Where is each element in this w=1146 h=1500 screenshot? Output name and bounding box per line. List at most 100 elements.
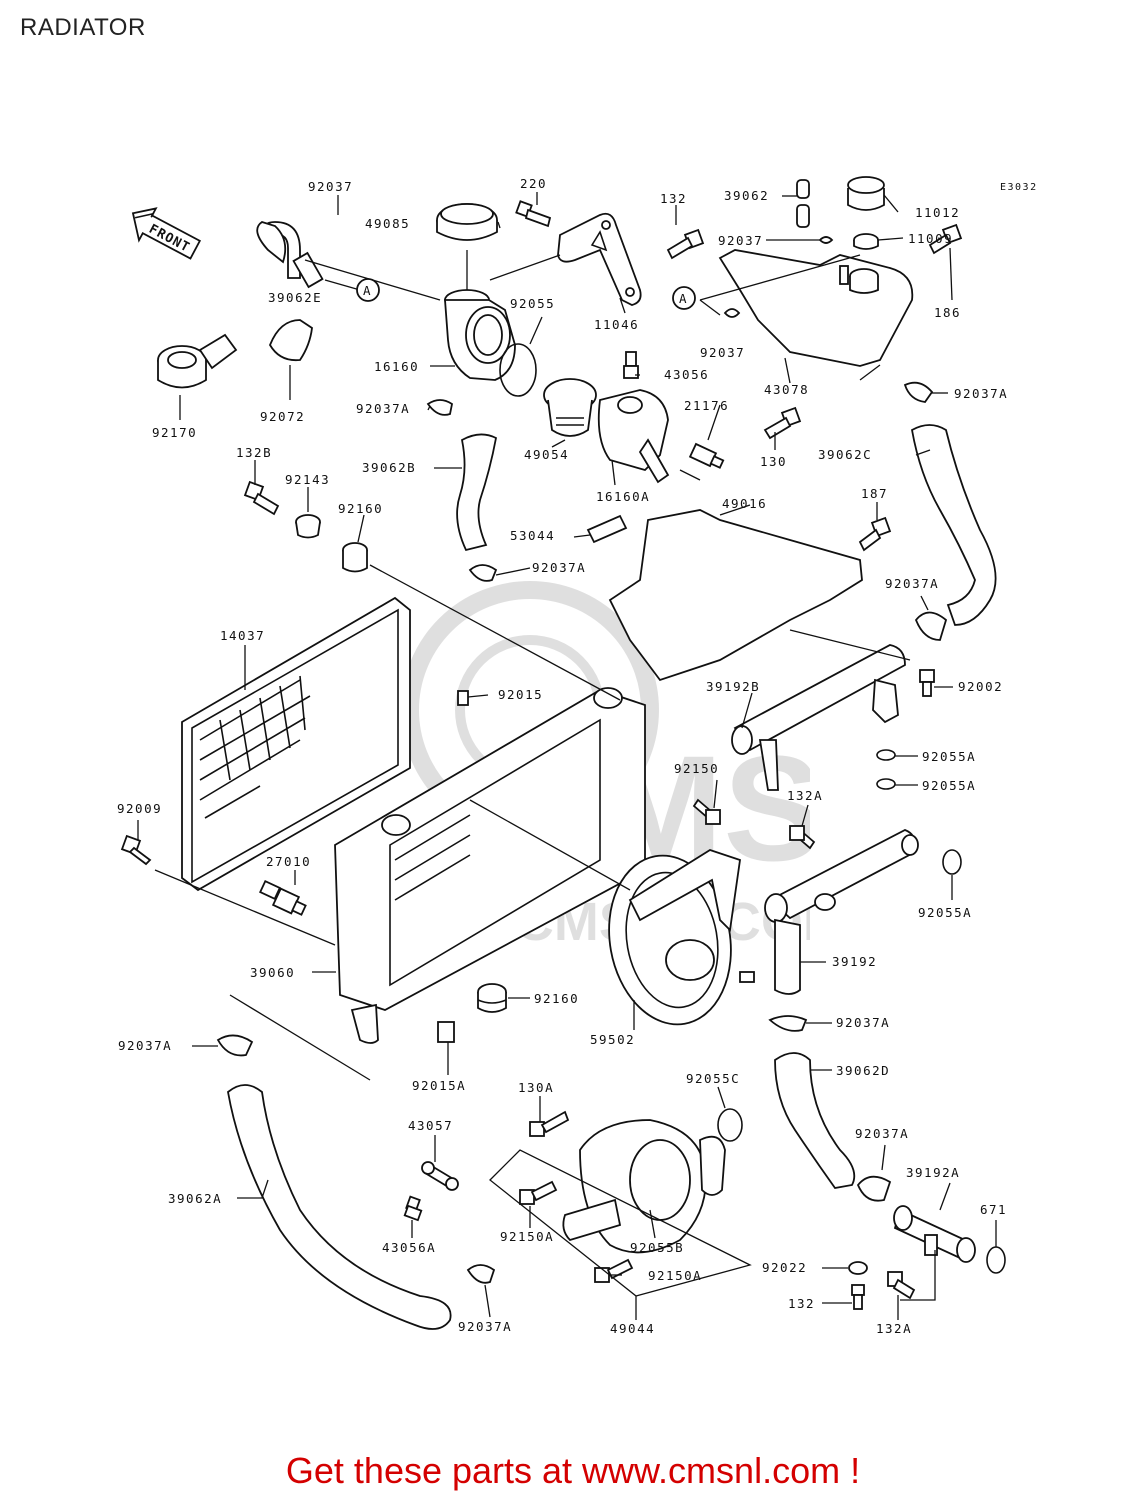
clip-92037a-top-right[interactable] [903,381,934,403]
part-label: 59502 [590,1032,635,1047]
bolt-130a[interactable] [529,1110,570,1137]
screw-92009[interactable] [120,834,152,866]
clip-92037a-39192a[interactable] [856,1175,892,1202]
bracket-11046[interactable] [557,212,642,306]
bolt-187[interactable] [858,516,892,552]
hose-39062d[interactable] [774,1052,856,1189]
bolt-92150a-1[interactable] [519,1180,558,1205]
part-label: 92037A [458,1319,512,1334]
hose-39062a[interactable] [227,1084,452,1330]
clip-92037-mid[interactable] [723,308,741,318]
o-ring-92055a-1[interactable] [876,749,896,761]
part-label: 92160 [338,501,383,516]
svg-text:A: A [363,283,372,298]
bolt-132a-1[interactable] [789,825,816,850]
pipe-39192[interactable] [764,829,919,995]
clip-92072[interactable] [269,319,313,362]
clip-92037a-left[interactable] [426,399,454,416]
part-label: 11009 [908,231,953,246]
pipe-39192b[interactable] [731,644,906,791]
part-label: 92055A [918,905,972,920]
bolt-220[interactable] [515,200,552,228]
part-label: 16160 [374,359,419,374]
pipe-39192a[interactable] [893,1205,976,1263]
o-ring-92055[interactable] [499,343,537,397]
fitting-92170[interactable] [157,333,238,389]
reservoir-tank-43078[interactable] [718,249,914,367]
clip-92015[interactable] [457,690,469,706]
part-label: 92037A [836,1015,890,1030]
o-ring-92055a-3[interactable] [942,849,962,875]
leader-lines [137,192,997,1320]
radiator-39060[interactable] [334,687,646,1044]
cap-11009[interactable] [853,233,879,250]
hose-39062e[interactable] [256,221,324,289]
pipe-43057[interactable] [421,1161,459,1191]
part-label: 11012 [915,205,960,220]
grommet-92160-bottom[interactable] [477,983,507,1013]
washer-92022[interactable] [848,1261,868,1275]
sender-43056a[interactable] [403,1195,423,1222]
part-label: 92037A [885,576,939,591]
footer-link[interactable]: Get these parts at www.cmsnl.com ! [285,1450,861,1491]
clip-92037a-mid-right[interactable] [768,1015,808,1032]
bolt-92002[interactable] [919,669,935,697]
part-label: 92143 [285,472,330,487]
bolt-132a-2[interactable] [887,1271,916,1300]
hose-39062b[interactable] [456,433,498,552]
sender-27010[interactable] [259,879,307,916]
thermostat-housing-16160a[interactable] [597,389,670,484]
part-label: 92170 [152,425,197,440]
bolt-132[interactable] [666,228,705,260]
part-label: 186 [934,305,961,320]
clip-92037-top[interactable] [818,236,834,244]
fan-59502[interactable] [596,846,755,1034]
part-label: 92150A [648,1268,702,1283]
bolt-132-bottom[interactable] [851,1284,865,1310]
part-label: 132B [236,445,272,460]
part-label: 92015 [498,687,543,702]
clip-92015a[interactable] [437,1021,455,1043]
radiator-cap-49085[interactable] [436,203,498,241]
sender-43056[interactable] [623,351,639,379]
part-label: 132 [660,191,687,206]
part-label: 16160A [596,489,650,504]
part-label: 39062E [268,290,322,305]
bolt-186[interactable] [928,223,963,255]
hose-39062[interactable] [796,179,810,228]
clip-92037a-bottom[interactable] [466,1264,496,1284]
diagram-code: E3032 [1000,182,1038,193]
svg-text:A: A [679,291,688,306]
part-label: 11046 [594,317,639,332]
radiator-screen-14037[interactable] [181,596,411,892]
o-ring-671[interactable] [986,1246,1006,1274]
part-label: 92015A [412,1078,466,1093]
part-label: 220 [520,176,547,191]
water-pump-49044[interactable] [562,1119,726,1254]
switch-21176[interactable] [688,442,725,469]
clip-92037a-radiator[interactable] [468,564,498,582]
part-label: 39062B [362,460,416,475]
shroud-49016[interactable] [608,509,863,682]
thermostat-49054[interactable] [543,378,597,437]
bolt-92150[interactable] [692,798,721,825]
grommet-92160-top[interactable] [342,542,368,573]
part-label: 39192B [706,679,760,694]
o-ring-92055a-2[interactable] [876,778,896,790]
part-label: 43056A [382,1240,436,1255]
collar-92143[interactable] [295,514,321,539]
bolt-130[interactable] [763,406,802,440]
clip-92037a-right[interactable] [914,611,948,641]
bolt-132b[interactable] [243,480,280,516]
o-ring-92055c[interactable] [717,1108,743,1142]
filler-neck-16160[interactable] [444,289,516,381]
part-label: 49085 [365,216,410,231]
part-label: 132A [876,1321,912,1336]
hose-39062c[interactable] [911,424,997,626]
reservoir-cap-11012[interactable] [847,176,885,211]
part-label: 49016 [722,496,767,511]
part-label: 92037A [855,1126,909,1141]
clip-92037a-far-left[interactable] [216,1034,254,1057]
ref-marker-a-2: A [672,286,696,310]
pad-53044[interactable] [586,514,628,544]
